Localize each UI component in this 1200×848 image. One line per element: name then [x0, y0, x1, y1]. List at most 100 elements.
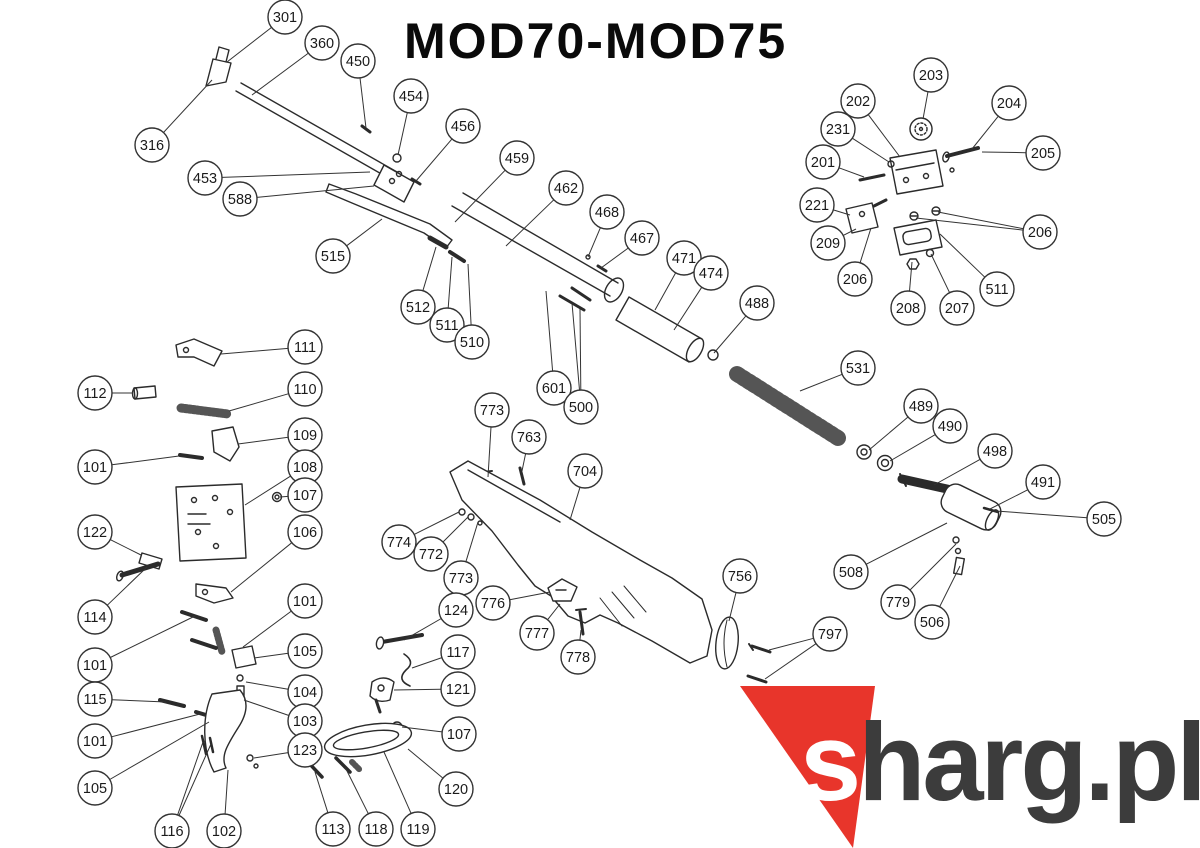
- callout-number: 119: [406, 822, 429, 838]
- callout-circle: [890, 290, 926, 326]
- leader-line-498: [933, 458, 981, 486]
- leader-line-208: [909, 261, 913, 292]
- callout-circle: [840, 350, 876, 386]
- callout-circle: [400, 811, 436, 847]
- callout-circle: [977, 433, 1013, 469]
- callout-circle: [939, 290, 975, 326]
- callout-balloons: 3013604504544564594624684674714744883164…: [77, 0, 1122, 848]
- callout-453: 453: [187, 160, 223, 196]
- callout-120: 120: [438, 771, 474, 807]
- callout-209: 209: [810, 225, 846, 261]
- callout-number: 120: [444, 782, 468, 798]
- callout-circle: [381, 524, 417, 560]
- leader-line-773: [487, 426, 492, 478]
- callout-number: 772: [419, 547, 443, 563]
- callout-circle: [77, 770, 113, 806]
- callout-506: 506: [914, 604, 950, 640]
- callout-107: 107: [441, 716, 477, 752]
- leader-line-450: [359, 77, 367, 129]
- callout-number: 207: [945, 301, 969, 317]
- callout-number: 511: [985, 282, 1008, 298]
- logo-triangle-icon: [740, 686, 875, 848]
- callout-circle: [1086, 501, 1122, 537]
- callout-number: 505: [1092, 512, 1116, 528]
- callout-105: 105: [287, 633, 323, 669]
- callout-number: 114: [83, 610, 106, 626]
- leader-line-114: [106, 566, 148, 606]
- leader-line-203: [922, 91, 929, 120]
- callout-454: 454: [393, 78, 429, 114]
- callout-221: 221: [799, 187, 835, 223]
- leader-line-467: [600, 247, 629, 269]
- callout-circle: [1025, 135, 1061, 171]
- callout-number: 777: [525, 626, 549, 642]
- callout-circle: [805, 144, 841, 180]
- callout-511: 511: [429, 307, 465, 343]
- callout-circle: [624, 220, 660, 256]
- callout-588: 588: [222, 181, 258, 217]
- callout-circle: [454, 324, 490, 360]
- callout-498: 498: [977, 433, 1013, 469]
- leader-line-121: [393, 688, 442, 691]
- leader-line-774: [413, 511, 460, 535]
- callout-117: 117: [440, 634, 476, 670]
- callout-number: 108: [293, 460, 317, 476]
- logo-text: sharg.pl: [800, 708, 1200, 818]
- callout-102: 102: [206, 813, 242, 848]
- leader-line-454: [397, 112, 408, 156]
- callout-119: 119: [400, 811, 436, 847]
- callout-circle: [979, 271, 1015, 307]
- callout-456: 456: [445, 108, 481, 144]
- leader-line-205: [981, 151, 1027, 154]
- callout-circle: [429, 307, 465, 343]
- leader-lines: [106, 27, 1088, 816]
- callout-circle: [837, 261, 873, 297]
- callout-601: 601: [536, 370, 572, 406]
- front-sight: [205, 46, 232, 87]
- callout-number: 111: [294, 340, 316, 356]
- callout-circle: [913, 57, 949, 93]
- callout-circle: [441, 716, 477, 752]
- callout-468: 468: [589, 194, 625, 230]
- leader-line-119: [383, 751, 412, 814]
- leader-line-206: [859, 227, 872, 263]
- leader-line-118: [344, 766, 369, 815]
- callout-number: 113: [321, 822, 344, 838]
- callout-number: 201: [811, 155, 835, 171]
- leader-line-109: [237, 436, 289, 445]
- callout-112: 112: [77, 375, 113, 411]
- callout-number: 756: [728, 569, 752, 585]
- callout-113: 113: [315, 811, 351, 847]
- callout-207: 207: [939, 290, 975, 326]
- callout-number: 776: [481, 596, 505, 612]
- callout-773: 773: [474, 392, 510, 428]
- leader-line-204: [971, 115, 999, 150]
- callout-101: 101: [287, 583, 323, 619]
- leader-line-107: [279, 495, 289, 498]
- callout-123: 123: [287, 732, 323, 768]
- callout-number: 467: [630, 231, 654, 247]
- callout-101: 101: [77, 449, 113, 485]
- callout-circle: [154, 813, 190, 848]
- rear-sight: [845, 117, 980, 270]
- callout-111: 111: [287, 329, 323, 365]
- callout-number: 118: [364, 822, 387, 838]
- leader-line-301: [226, 27, 272, 63]
- callout-circle: [440, 671, 476, 707]
- leader-line-773: [465, 521, 479, 562]
- leader-line-511: [447, 256, 453, 309]
- callout-number: 588: [228, 192, 252, 208]
- leader-line-201: [838, 167, 865, 178]
- leader-line-797: [764, 643, 817, 680]
- leader-line-515: [346, 218, 383, 247]
- callout-115: 115: [77, 681, 113, 717]
- callout-471: 471: [666, 240, 702, 276]
- leader-line-122: [109, 539, 142, 556]
- callout-101: 101: [77, 647, 113, 683]
- callout-118: 118: [358, 811, 394, 847]
- callout-circle: [820, 111, 856, 147]
- callout-circle: [77, 375, 113, 411]
- callout-number: 489: [909, 399, 933, 415]
- callout-circle: [519, 615, 555, 651]
- callout-778: 778: [560, 639, 596, 675]
